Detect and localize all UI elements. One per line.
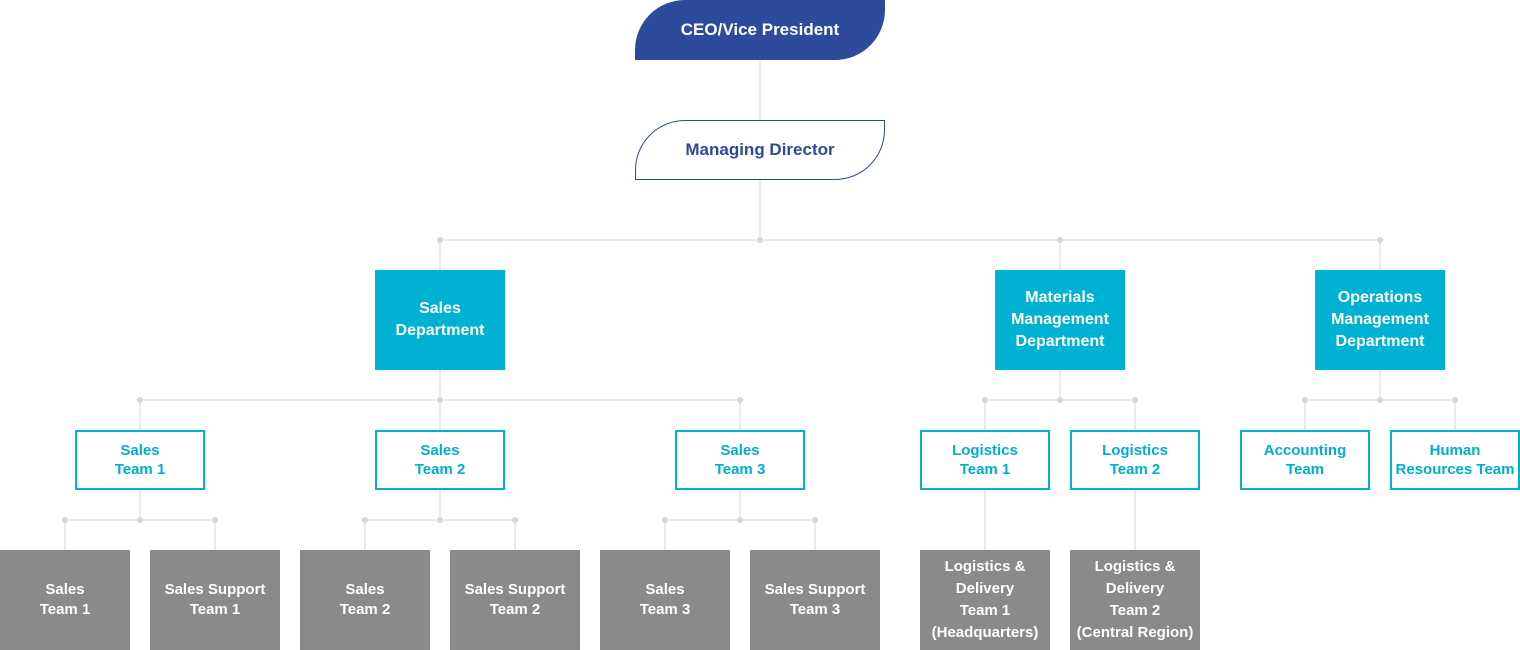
logistics-team-1-node: Logistics Team 1 [920,430,1050,490]
sales-department-node: Sales Department [375,270,505,370]
sales-team-1-node: Sales Team 1 [75,430,205,490]
materials-management-department-node: Materials Management Department [995,270,1125,370]
managing-director-node: Managing Director [635,120,885,180]
ceo-node: CEO/Vice President [635,0,885,60]
unit-sales-team-2-node: Sales Team 2 [300,550,430,650]
operations-management-department-node: Operations Management Department [1315,270,1445,370]
unit-sales-team-1-node: Sales Team 1 [0,550,130,650]
sales-team-3-node: Sales Team 3 [675,430,805,490]
unit-sales-team-3-node: Sales Team 3 [600,550,730,650]
human-resources-team-node: Human Resources Team [1390,430,1520,490]
unit-logistics-delivery-team-2-node: Logistics & Delivery Team 2 (Central Reg… [1070,550,1200,650]
unit-sales-support-team-1-node: Sales Support Team 1 [150,550,280,650]
sales-team-2-node: Sales Team 2 [375,430,505,490]
logistics-team-2-node: Logistics Team 2 [1070,430,1200,490]
accounting-team-node: Accounting Team [1240,430,1370,490]
unit-sales-support-team-2-node: Sales Support Team 2 [450,550,580,650]
unit-logistics-delivery-team-1-node: Logistics & Delivery Team 1 (Headquarter… [920,550,1050,650]
unit-sales-support-team-3-node: Sales Support Team 3 [750,550,880,650]
